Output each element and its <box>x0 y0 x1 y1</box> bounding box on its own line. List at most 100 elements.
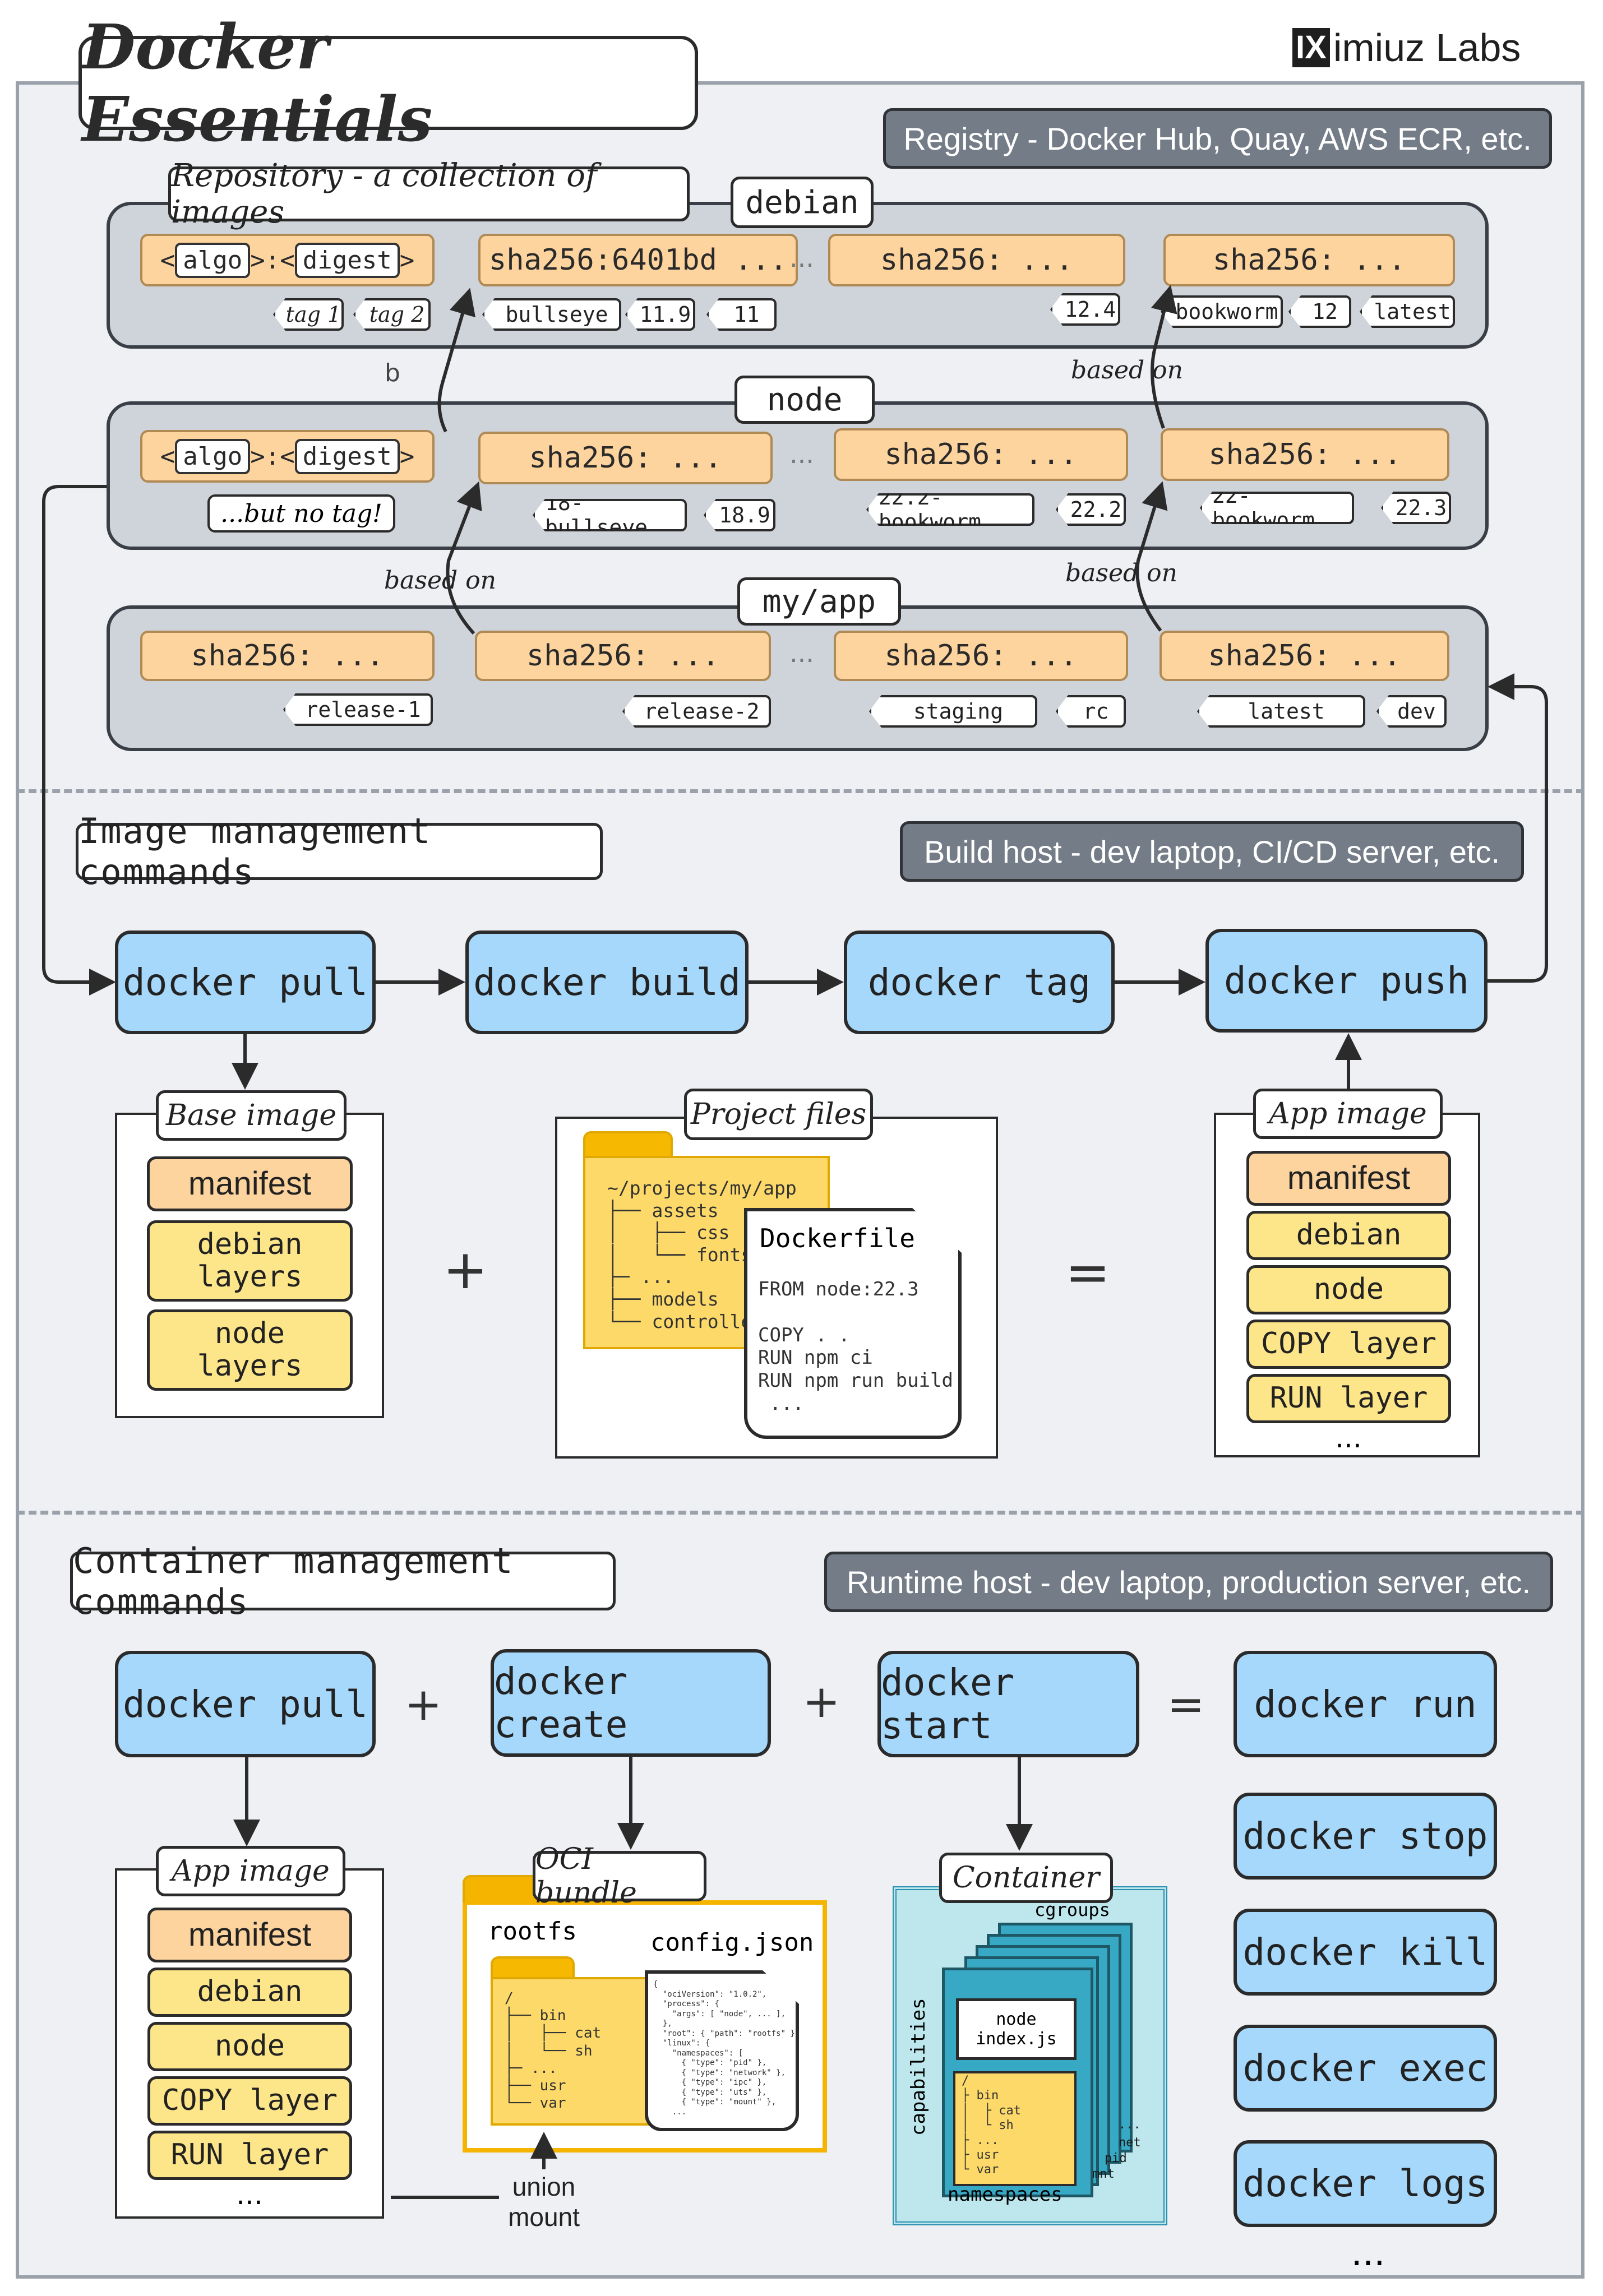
folder-tab <box>491 1956 575 1979</box>
tag-label: 22.2 <box>1056 493 1126 526</box>
image-digest: sha256: ... <box>834 631 1128 681</box>
plus-operator: + <box>442 1238 488 1301</box>
ellipsis: ... <box>789 638 814 668</box>
docker-create-button[interactable]: docker create <box>491 1649 771 1757</box>
config-json-label: config.json <box>650 1928 814 1957</box>
project-tree: ~/projects/my/app ├── assets │ ├── css │… <box>607 1177 797 1332</box>
image-digest: sha256: ... <box>478 432 773 484</box>
brand-name: imiuz Labs <box>1333 26 1521 70</box>
tag-label: release-2 <box>622 695 771 728</box>
layer-debian: debian <box>1246 1211 1451 1260</box>
layer-node: node <box>147 2022 352 2071</box>
docker-run-button[interactable]: docker run <box>1234 1651 1497 1757</box>
tag-label: bookworm <box>1161 295 1283 328</box>
more-layers: ... <box>1335 1422 1362 1454</box>
tag-label: release-1 <box>283 693 433 726</box>
brand-mark: IX <box>1292 28 1330 67</box>
ns-label: net <box>1119 2136 1141 2150</box>
section-divider <box>17 789 1584 793</box>
stray-glyph: b <box>385 358 400 387</box>
app-image-label: App image <box>156 1846 345 1896</box>
tag-label: 11 <box>706 298 777 331</box>
container-label: Container <box>939 1853 1113 1903</box>
config-json-body: { "ociVersion": "1.0.2", "process": { "a… <box>653 1980 796 2117</box>
tag-label: latest <box>1197 695 1365 728</box>
layer-manifest: manifest <box>147 1908 352 1962</box>
equals-operator: = <box>1065 1241 1111 1304</box>
image-digest: sha256: ... <box>834 428 1128 481</box>
repo-name-node: node <box>734 376 875 424</box>
ns-label: mnt <box>1092 2167 1115 2181</box>
image-digest: sha256: ... <box>140 631 435 681</box>
docker-start-button[interactable]: docker start <box>877 1651 1139 1757</box>
config-json-file-icon <box>645 1970 799 2131</box>
tag-label: tag 2 <box>353 298 431 331</box>
docker-kill-button[interactable]: docker kill <box>1234 1909 1497 1996</box>
layer-debian: debian <box>147 1968 352 2017</box>
layer-run: RUN layer <box>147 2131 352 2180</box>
dockerfile-body: FROM node:22.3 COPY . . RUN npm ci RUN n… <box>758 1278 953 1415</box>
build-host-banner: Build host - dev laptop, CI/CD server, e… <box>900 821 1524 882</box>
tag-label: dev <box>1376 695 1447 728</box>
app-image-label: App image <box>1253 1089 1443 1139</box>
layer-copy: COPY layer <box>147 2076 352 2126</box>
algo-chip: algo <box>175 242 251 278</box>
docker-exec-button[interactable]: docker exec <box>1234 2025 1497 2112</box>
docker-stop-button[interactable]: docker stop <box>1234 1793 1497 1880</box>
ns-label: ... <box>1119 2118 1141 2132</box>
digest-format: <algo>:<digest> <box>140 234 435 286</box>
layer-manifest: manifest <box>147 1156 353 1211</box>
tag-label: bullseye <box>482 298 621 331</box>
ellipsis: ... <box>789 243 814 273</box>
folder-tab <box>583 1131 673 1158</box>
base-image-label: Base image <box>156 1090 347 1141</box>
repo-name-debian: debian <box>731 177 874 228</box>
no-tag-note: ...but no tag! <box>207 494 395 533</box>
dockerfile-icon <box>744 1208 962 1439</box>
based-on-label: based on <box>1071 355 1183 385</box>
ns-label: pid <box>1105 2151 1127 2165</box>
docker-build-button[interactable]: docker build <box>465 931 749 1034</box>
tag-label: 18-bullseye <box>533 499 687 531</box>
layer-node: node layers <box>147 1309 353 1391</box>
registry-banner: Registry - Docker Hub, Quay, AWS ECR, et… <box>883 108 1552 169</box>
image-digest: sha256: ... <box>1159 631 1449 681</box>
tag-label: 12.4 <box>1050 293 1120 326</box>
tag-label: staging <box>869 695 1037 728</box>
image-digest: sha256: ... <box>828 234 1125 286</box>
ellipsis: ... <box>789 439 814 469</box>
docker-tag-button[interactable]: docker tag <box>844 931 1115 1034</box>
tag-label: 11.9 <box>625 298 695 331</box>
container-mgmt-label: Container management commands <box>70 1540 616 1622</box>
rootfs-folder-icon <box>491 1977 662 2126</box>
docker-pull-button[interactable]: docker pull <box>115 1651 376 1757</box>
tag-label: rc <box>1056 695 1126 728</box>
equals-operator: = <box>1167 1678 1205 1730</box>
rootfs-label: rootfs <box>488 1917 577 1946</box>
docker-logs-button[interactable]: docker logs <box>1234 2140 1497 2227</box>
image-digest: sha256: ... <box>1163 234 1455 286</box>
section-divider <box>17 1511 1584 1515</box>
layer-debian: debian layers <box>147 1220 353 1302</box>
digest-chip: digest <box>294 438 400 474</box>
process-box: node index.js <box>956 1998 1077 2060</box>
docker-push-button[interactable]: docker push <box>1205 929 1487 1033</box>
tag-label: tag 1 <box>273 298 344 331</box>
tag-label: 22.3 <box>1381 492 1451 524</box>
container-rootfs-tree: / ├ bin │ ├ cat │ └ sh ├ ... ├ usr └ var <box>962 2074 1021 2177</box>
digest-format: <algo>:<digest> <box>140 430 435 483</box>
project-files-label: Project files <box>684 1089 873 1140</box>
tag-label: 22-bookworm <box>1200 492 1354 524</box>
image-digest: sha256: ... <box>475 631 771 681</box>
dockerfile-title: Dockerfile <box>760 1223 915 1253</box>
layer-manifest: manifest <box>1246 1151 1451 1206</box>
cgroups-label: cgroups <box>1034 1899 1110 1920</box>
docker-pull-button[interactable]: docker pull <box>115 931 376 1034</box>
layer-run: RUN layer <box>1246 1374 1451 1423</box>
plus-operator: + <box>404 1678 442 1730</box>
runtime-host-banner: Runtime host - dev laptop, production se… <box>824 1552 1553 1612</box>
algo-chip: algo <box>175 438 251 474</box>
based-on-label: based on <box>1065 558 1177 587</box>
more-layers: ... <box>236 2178 263 2211</box>
